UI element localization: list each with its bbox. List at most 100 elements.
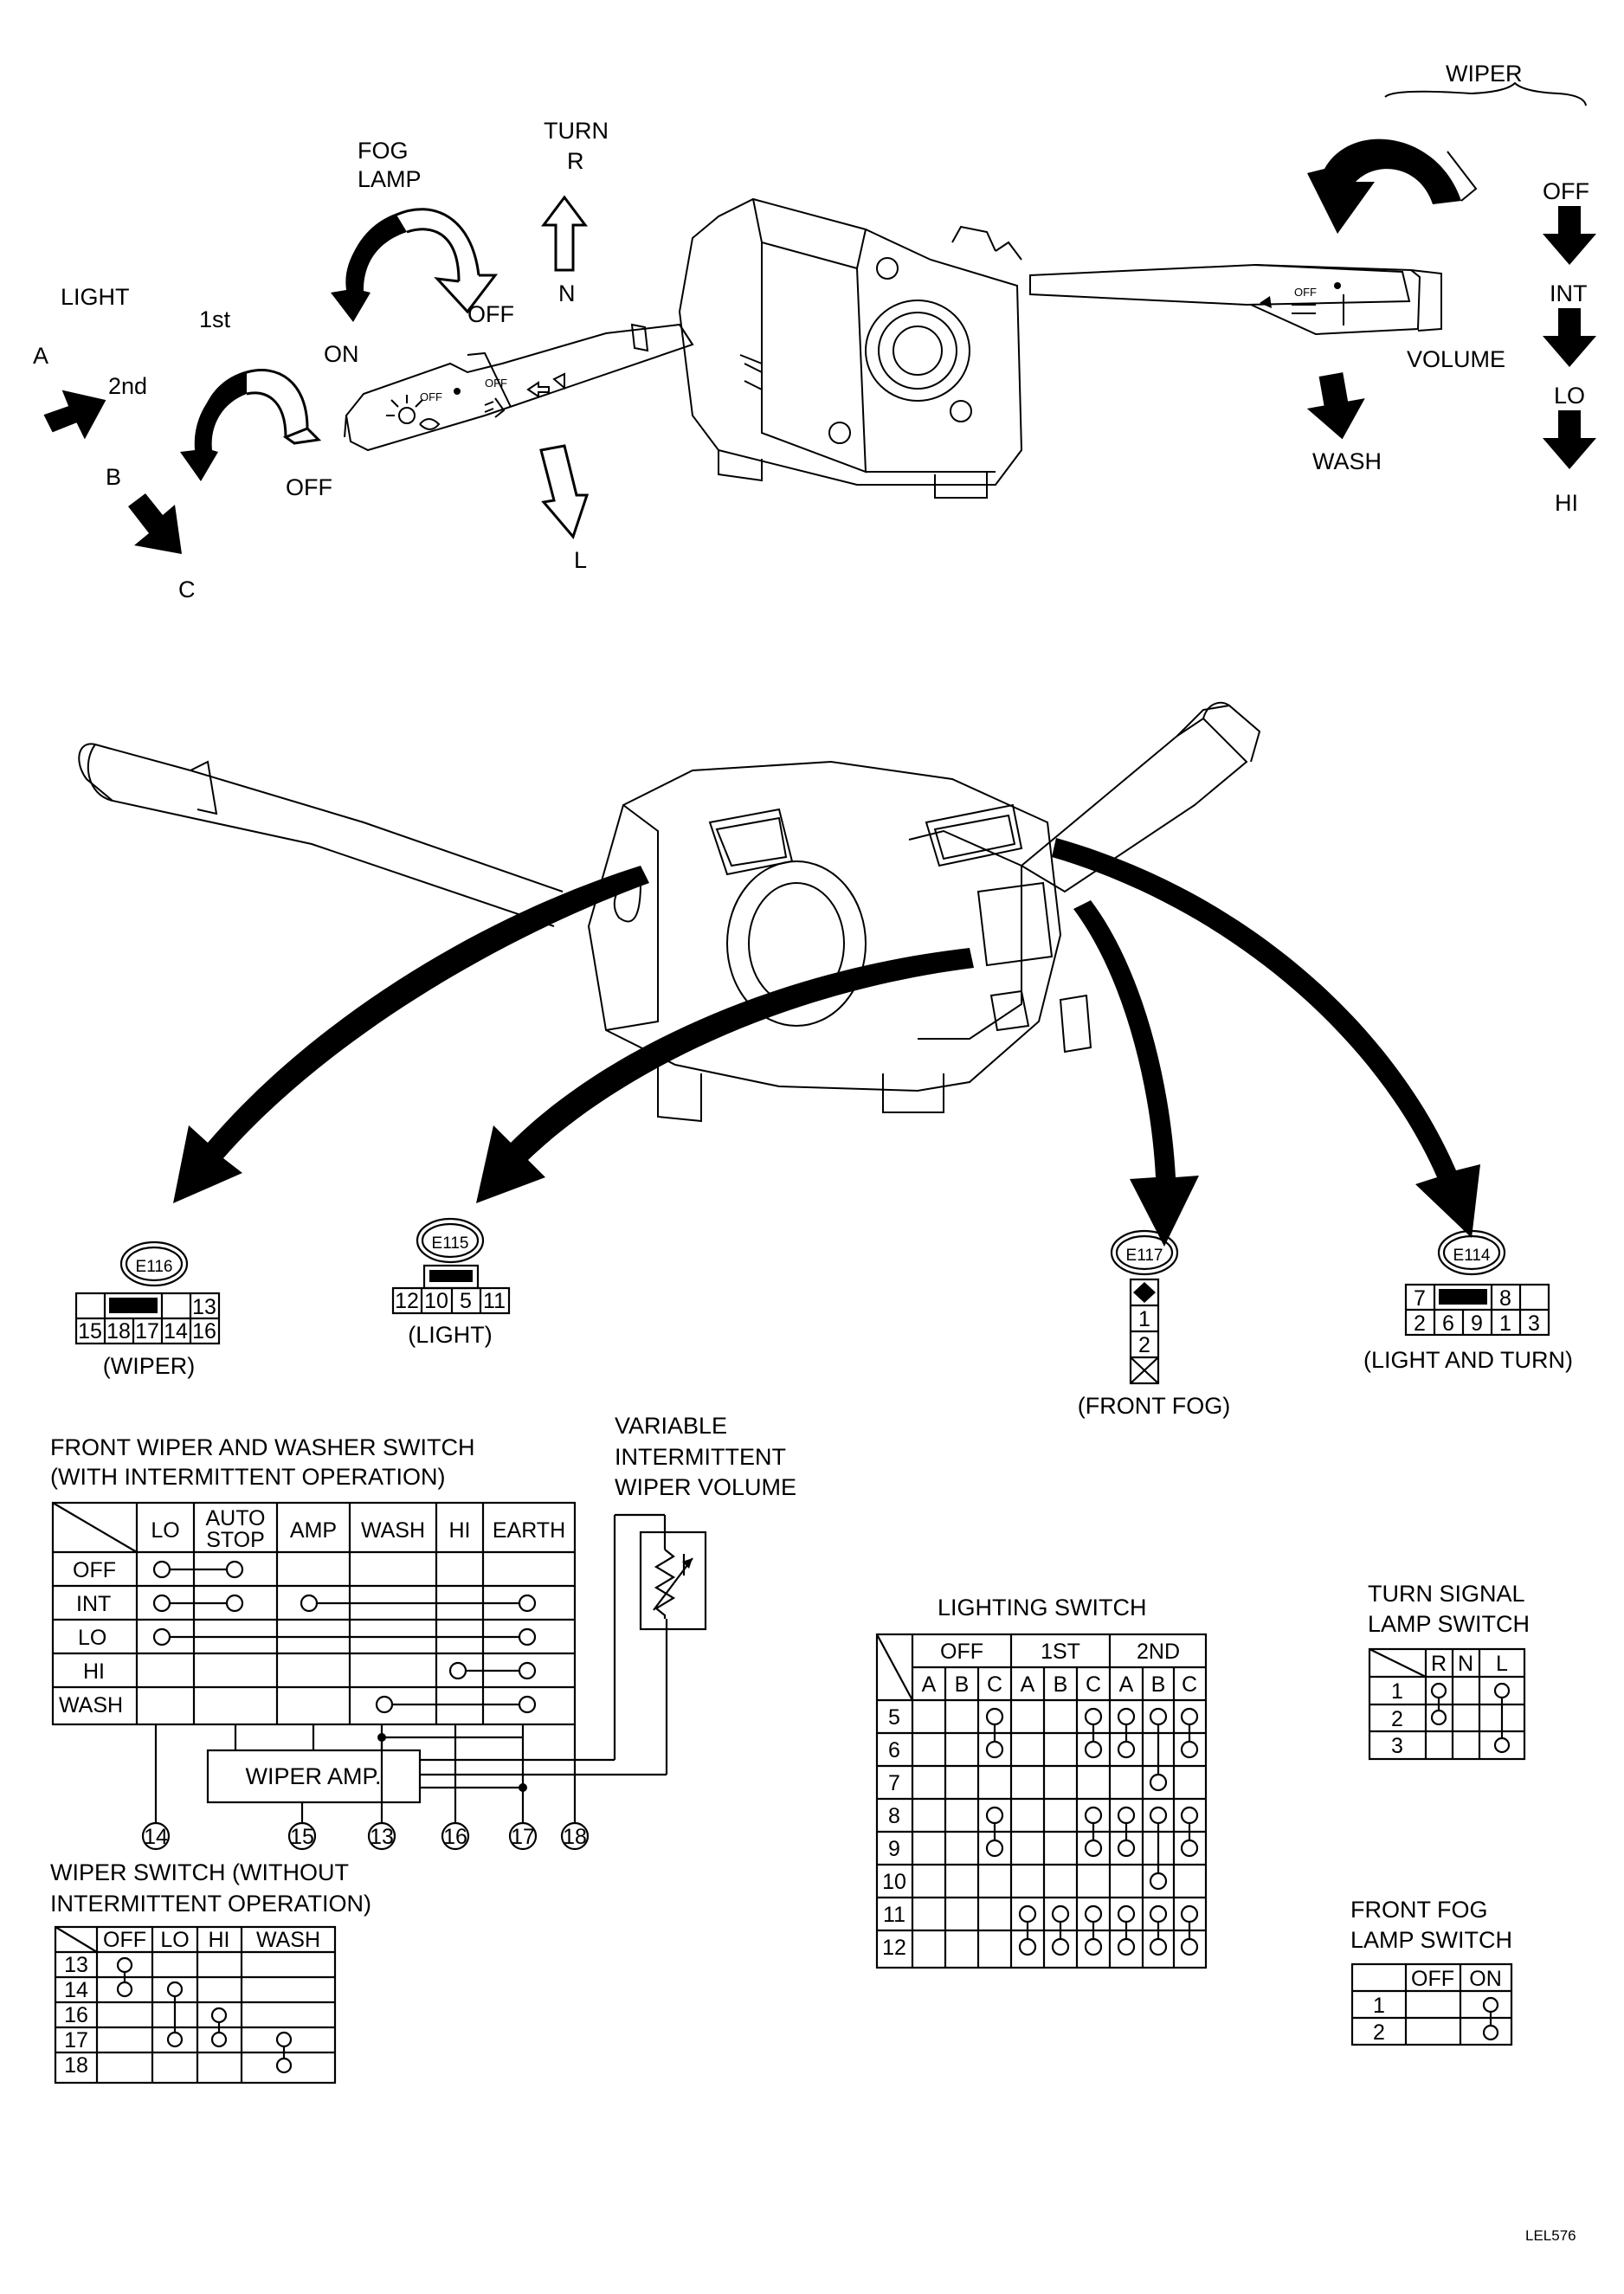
- front-fog-title-2: LAMP SWITCH: [1350, 1927, 1512, 1953]
- e116-pin: 15: [78, 1319, 102, 1344]
- ls-sub: B: [1054, 1672, 1068, 1697]
- turn-label: TURN: [544, 118, 609, 144]
- ls-sub: A: [1119, 1672, 1134, 1697]
- terminal-18: 18: [563, 1825, 587, 1849]
- ws-row-18: 18: [64, 2053, 88, 2078]
- ws-row-16: 16: [64, 2003, 88, 2027]
- e115-pin: 12: [395, 1289, 419, 1313]
- fw-col-earth: EARTH: [493, 1518, 565, 1543]
- switch-operation-illustration: WIPER OFF INT LO HI VOLUME WASH OFF: [33, 61, 1596, 602]
- switch-rear-illustration: [78, 701, 1480, 1247]
- parking-lamp-icon: [419, 418, 441, 430]
- fog-rotate-arrow-icon: [331, 208, 499, 322]
- wash-label: WASH: [1312, 448, 1382, 474]
- connector-e116: E116 13 15 18 17 14 16 (WIPER): [74, 1240, 221, 1379]
- arrow-a-icon: [43, 390, 106, 440]
- front-wiper-title-1: FRONT WIPER AND WASHER SWITCH: [50, 1434, 475, 1460]
- e114-pin: 2: [1414, 1311, 1426, 1336]
- ws-col-wash: WASH: [256, 1928, 320, 1952]
- ff-col-on: ON: [1469, 1967, 1502, 1991]
- arrow-to-e116-icon: [173, 866, 649, 1203]
- ls-row-10: 10: [882, 1870, 906, 1894]
- e116-pin: 18: [106, 1319, 131, 1344]
- headlight-icon: [398, 407, 416, 424]
- position-c-label: C: [178, 577, 196, 602]
- fw-row-wash: WASH: [59, 1693, 123, 1717]
- connector-e114: E114 7 8 2 6 9 1 3 (LIGHT AND TURN): [1363, 1229, 1573, 1373]
- turn-left-arrow-icon: [539, 444, 590, 539]
- ts-col-r: R: [1431, 1652, 1447, 1676]
- switch-body: [678, 197, 1023, 499]
- ls-row-8: 8: [888, 1804, 900, 1828]
- fw-col-wash: WASH: [361, 1518, 425, 1543]
- fw-col-lo: LO: [151, 1518, 179, 1543]
- e116-pin: 17: [135, 1319, 159, 1344]
- connector-e115-socket: [976, 881, 1054, 967]
- connector-e116-id: E116: [136, 1258, 173, 1276]
- figure-code: LEL576: [1525, 2227, 1576, 2244]
- ws-col-lo: LO: [160, 1928, 189, 1952]
- arrow-to-e114-icon: [1052, 838, 1480, 1238]
- arrow-down-icon: [1543, 206, 1596, 265]
- position-b-label: B: [106, 464, 121, 490]
- connector-e117-socket: [989, 989, 1030, 1032]
- wiper-lo-label: LO: [1554, 383, 1585, 409]
- ls-group-2nd: 2ND: [1137, 1640, 1180, 1664]
- ws-row-17: 17: [64, 2028, 88, 2052]
- wiper-switch-title-2: INTERMITTENT OPERATION): [50, 1891, 371, 1917]
- e116-pin: 13: [192, 1295, 216, 1319]
- front-wiper-title-2: (WITH INTERMITTENT OPERATION): [50, 1464, 445, 1490]
- wiper-switch-title-1: WIPER SWITCH (WITHOUT: [50, 1859, 349, 1885]
- turn-signal-title-1: TURN SIGNAL: [1368, 1581, 1525, 1607]
- e114-pin: 3: [1528, 1311, 1540, 1336]
- e115-pin: 10: [424, 1289, 448, 1313]
- ts-col-l: L: [1496, 1652, 1508, 1676]
- light-label: LIGHT: [61, 284, 130, 310]
- ls-group-off: OFF: [940, 1640, 983, 1664]
- lighting-switch-table: LIGHTING SWITCH OFF 1ST 2ND A B C A B C …: [875, 1595, 1208, 1969]
- ls-sub: A: [1021, 1672, 1035, 1697]
- terminal-15: 15: [290, 1825, 314, 1849]
- e114-pin: 1: [1499, 1311, 1511, 1336]
- ts-row-3: 3: [1391, 1734, 1403, 1758]
- ls-group-1st: 1ST: [1041, 1640, 1080, 1664]
- volume-title-1: VARIABLE: [615, 1413, 727, 1439]
- ls-sub: C: [1182, 1672, 1197, 1697]
- wiper-off-label: OFF: [1543, 178, 1589, 204]
- wiper-knob-off: OFF: [1294, 286, 1317, 299]
- wiper-stalk: OFF: [1029, 263, 1442, 336]
- ts-col-n: N: [1458, 1652, 1473, 1676]
- front-fog-title-1: FRONT FOG: [1350, 1897, 1488, 1923]
- terminal-17: 17: [511, 1825, 535, 1849]
- connector-e114-id: E114: [1453, 1247, 1491, 1265]
- e117-pin: 2: [1138, 1333, 1150, 1357]
- ls-row-11: 11: [883, 1903, 905, 1927]
- volume-label: VOLUME: [1407, 346, 1505, 372]
- wiper-hi-label: HI: [1555, 490, 1578, 516]
- fw-col-stop: STOP: [206, 1528, 265, 1552]
- turn-right-arrow-icon: [541, 195, 588, 272]
- fog-lamp-icon: [484, 397, 506, 418]
- e115-pin: 11: [483, 1289, 506, 1313]
- front-wiper-switch-table: FRONT WIPER AND WASHER SWITCH (WITH INTE…: [50, 1413, 796, 1851]
- turn-n-label: N: [558, 280, 576, 306]
- resistor-icon: [654, 1549, 676, 1619]
- fw-row-hi: HI: [83, 1659, 105, 1684]
- front-fog-table: FRONT FOG LAMP SWITCH OFF ON 1 2: [1350, 1897, 1513, 2046]
- volume-title-2: INTERMITTENT: [615, 1444, 786, 1470]
- fw-col-auto: AUTO: [206, 1506, 266, 1530]
- wash-arrow-icon: [1306, 372, 1365, 440]
- fog-lamp-label-2: LAMP: [358, 166, 422, 192]
- fw-col-hi: HI: [449, 1518, 471, 1543]
- ws-col-hi: HI: [209, 1928, 230, 1952]
- position-a-label: A: [33, 343, 48, 369]
- fog-knob-off: OFF: [485, 377, 507, 390]
- fog-lamp-label-1: FOG: [358, 138, 409, 164]
- ff-row-1: 1: [1373, 1994, 1385, 2018]
- arrow-c-icon: [128, 493, 182, 554]
- terminal-16: 16: [443, 1825, 467, 1849]
- e115-pin: 5: [460, 1289, 472, 1313]
- connector-e116-socket: [708, 808, 794, 876]
- light-rotate-arrow-icon: [180, 369, 322, 481]
- connector-e117-caption: (FRONT FOG): [1078, 1393, 1230, 1419]
